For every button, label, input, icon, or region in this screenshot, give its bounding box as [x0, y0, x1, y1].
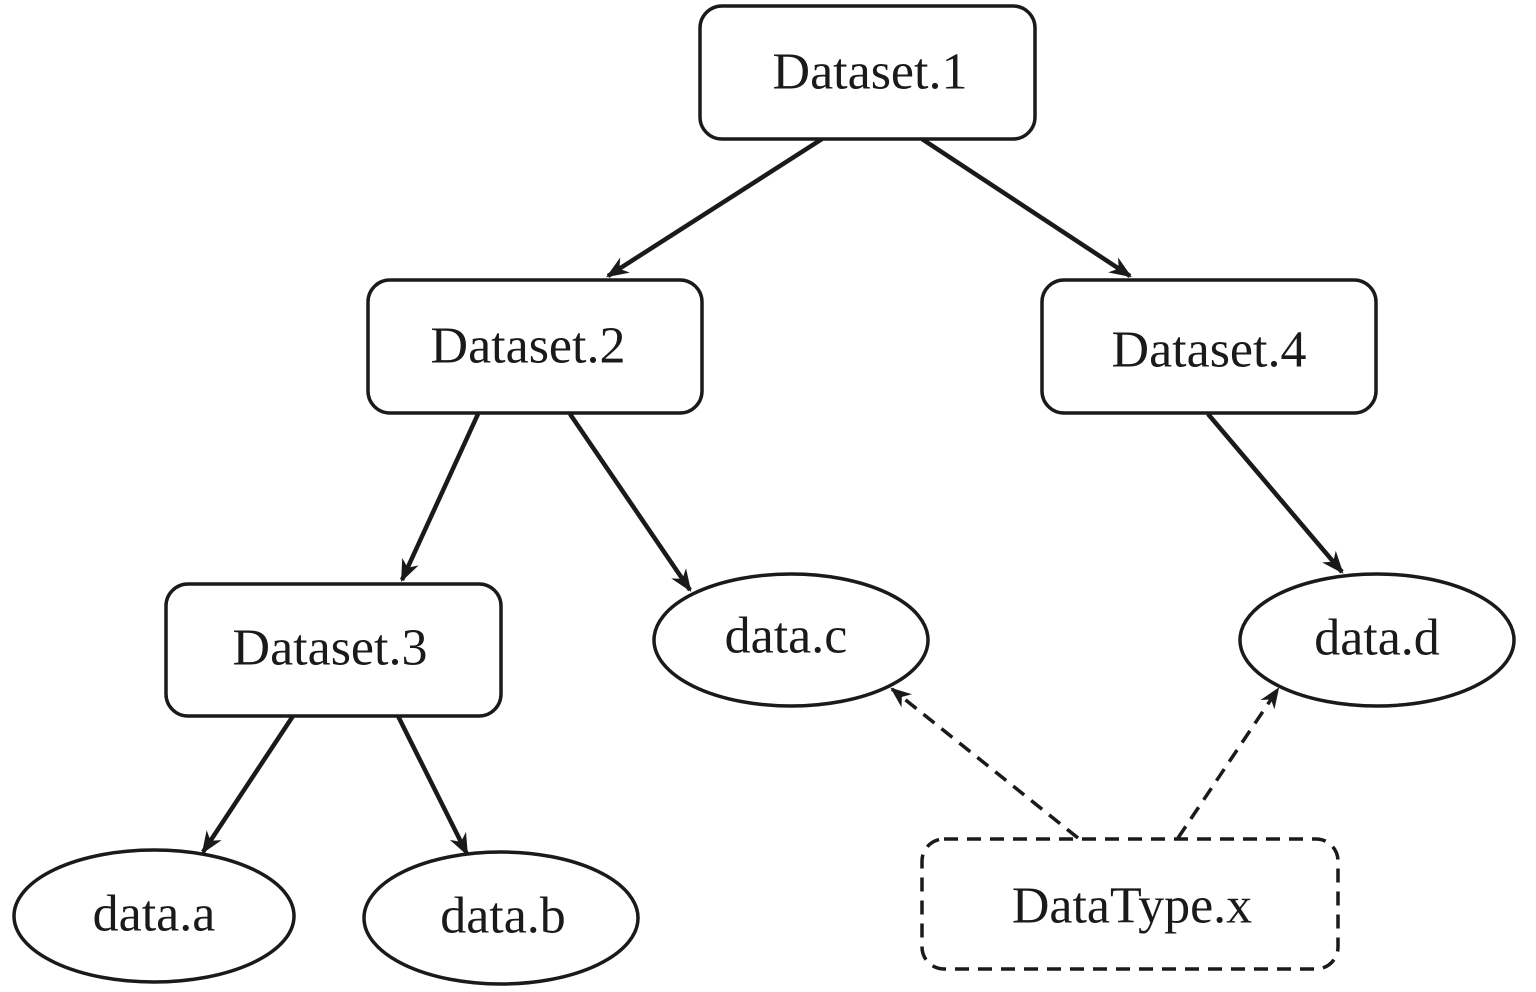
data-d-ellipse [1238, 572, 1516, 708]
data-b-ellipse [362, 850, 640, 986]
data-c-ellipse [652, 572, 930, 708]
edge-dataset2-to-dataset3 [399, 413, 481, 583]
edges-layer [201, 137, 1344, 857]
dataset2-box [366, 278, 704, 415]
dataset3-box [164, 582, 503, 718]
edge-dataset1-to-dataset4 [920, 137, 1132, 278]
node-data-a: data.a [12, 848, 296, 984]
node-data-d: data.d [1238, 572, 1516, 708]
dataset3-label: Dataset.3 [233, 620, 428, 677]
dataset4-box [1040, 278, 1378, 415]
datatype-x-label: DataType.x [1012, 878, 1252, 935]
node-dataset4: Dataset.4 [1040, 278, 1378, 415]
node-dataset1: Dataset.1 [698, 4, 1037, 141]
edge-dataset1-to-dataset2 [606, 137, 824, 278]
datatype-x-box [920, 837, 1340, 971]
edge-dataset4-to-data-d [1206, 412, 1344, 574]
node-data-b: data.b [362, 850, 640, 986]
data-b-label: data.b [440, 888, 566, 945]
dataset2-label: Dataset.2 [431, 318, 626, 375]
edge-dataset3-to-data-a [201, 714, 295, 854]
dataset1-box [698, 4, 1037, 141]
node-dataset2: Dataset.2 [366, 278, 704, 415]
node-data-c: data.c [652, 572, 930, 708]
node-dataset3: Dataset.3 [164, 582, 503, 718]
data-d-label: data.d [1314, 610, 1440, 667]
data-c-label: data.c [725, 608, 848, 665]
edge-dataset2-to-data-c [568, 412, 692, 592]
dataset1-label: Dataset.1 [773, 44, 968, 101]
node-datatype-x: DataType.x [920, 837, 1340, 971]
data-a-label: data.a [93, 886, 216, 943]
edge-datatype-x-to-data-d [1176, 687, 1280, 839]
dataset4-label: Dataset.4 [1112, 322, 1307, 379]
edge-datatype-x-to-data-c [890, 687, 1080, 840]
edge-dataset3-to-data-b [395, 714, 470, 857]
data-a-ellipse [12, 848, 296, 984]
